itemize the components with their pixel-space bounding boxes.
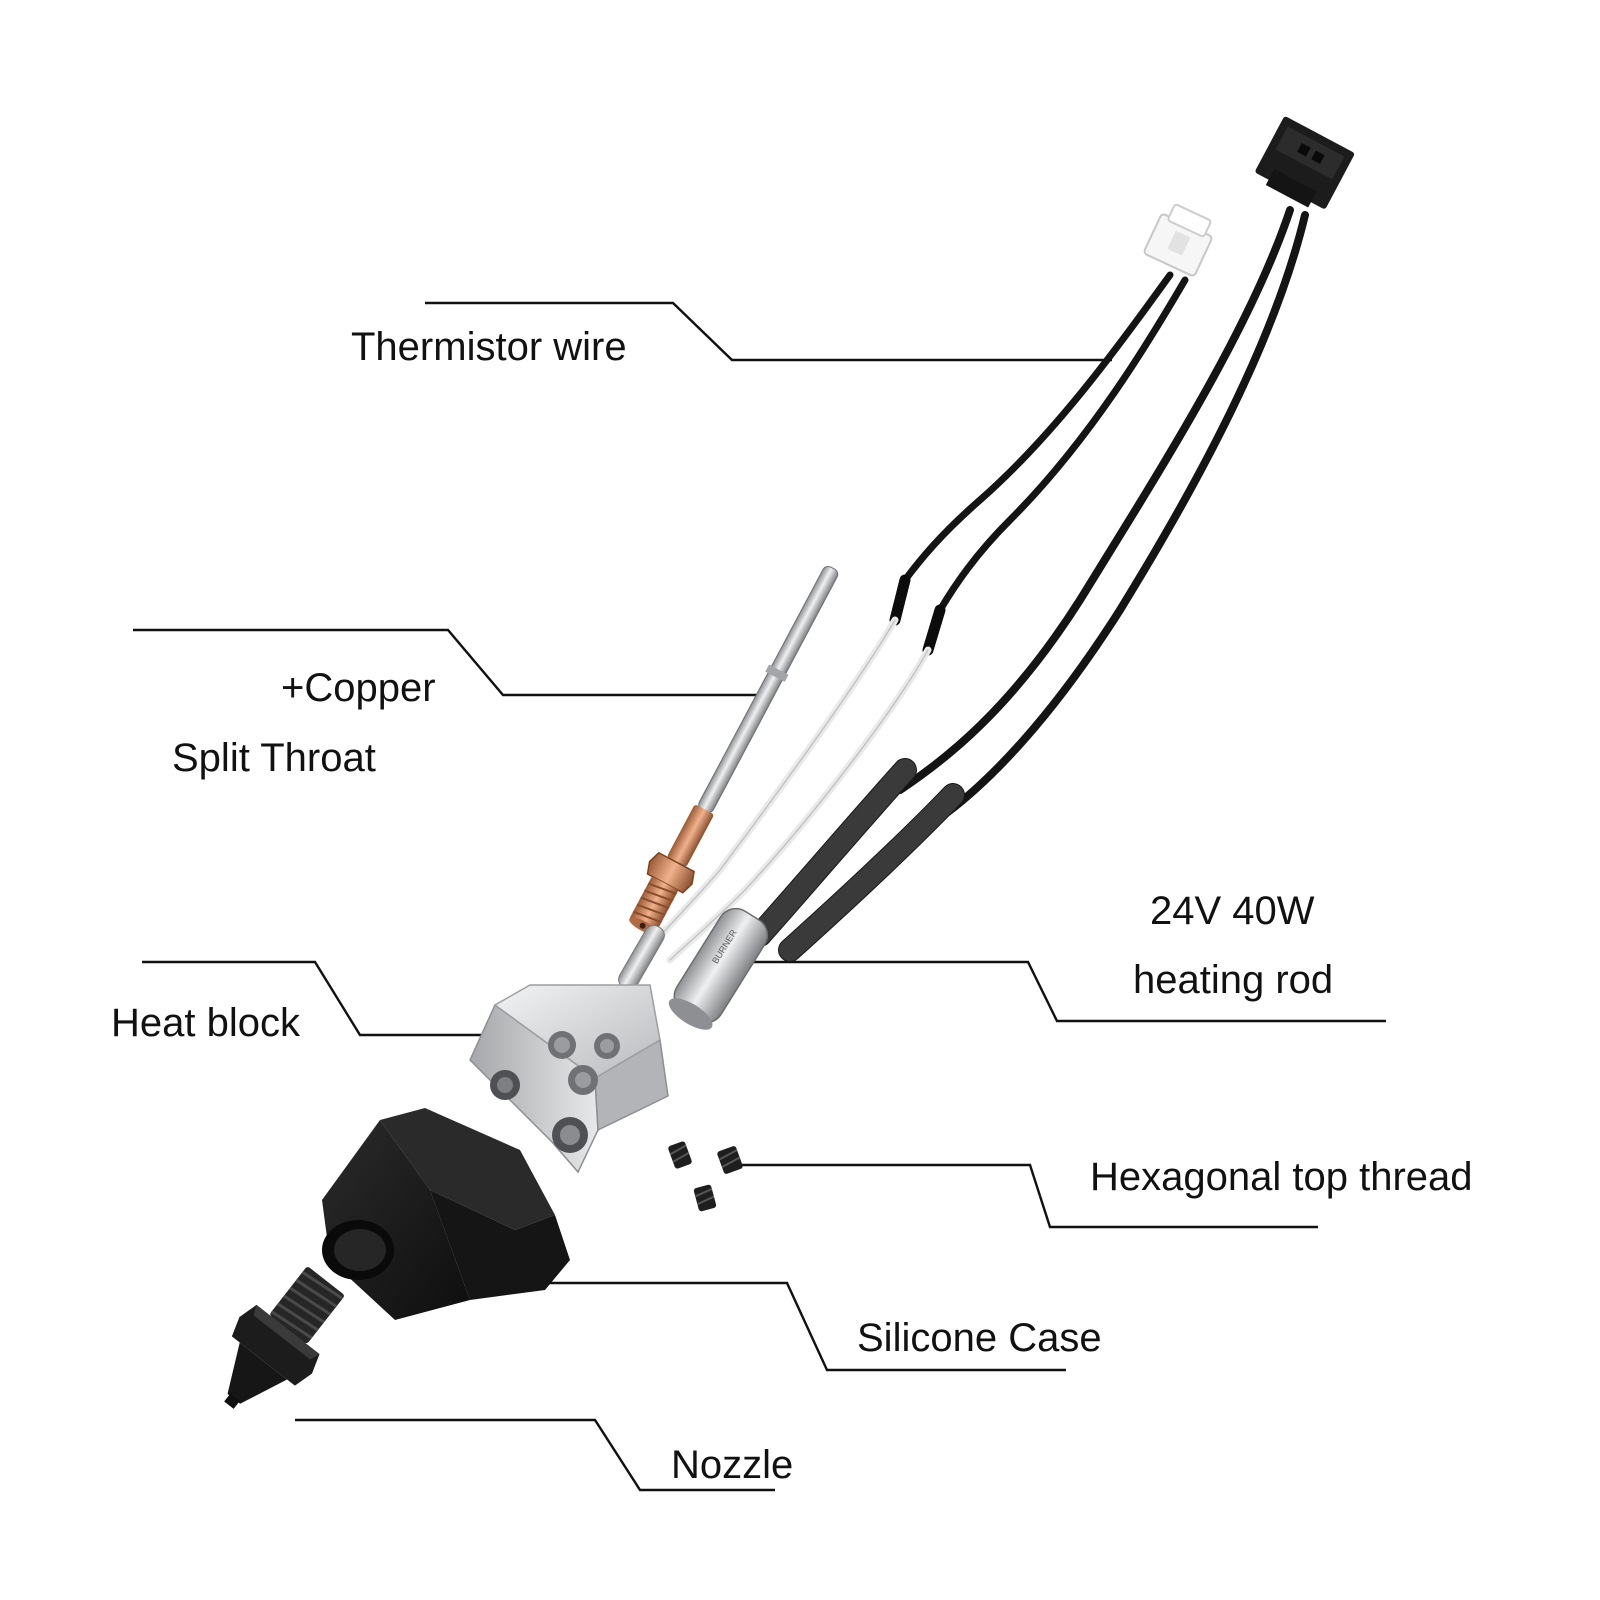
label-hex-thread: Hexagonal top thread	[1090, 1155, 1473, 1199]
set-screws-icon	[668, 1141, 743, 1212]
wire-bundle	[648, 206, 1309, 964]
label-silicone-case: Silicone Case	[857, 1316, 1102, 1360]
silicone-case-icon	[322, 1108, 570, 1320]
label-nozzle: Nozzle	[671, 1443, 794, 1487]
label-heat-block: Heat block	[111, 1001, 300, 1045]
label-thermistor-wire: Thermistor wire	[351, 325, 627, 369]
thermistor-probe-icon	[618, 924, 665, 990]
label-copper-line1: +Copper	[281, 666, 436, 710]
label-copper-line2: Split Throat	[172, 736, 376, 780]
leader-hex-thread	[738, 1163, 1318, 1229]
throat-icon	[629, 566, 839, 935]
connector-white-icon	[1143, 203, 1213, 277]
heating-rod-icon: BURNER	[668, 907, 769, 1030]
connector-black-icon	[1255, 116, 1355, 209]
leader-lines	[133, 301, 1386, 1492]
leader-silicone-case	[510, 1281, 1066, 1372]
nozzle-icon	[224, 1267, 344, 1409]
leader-thermistor-wire	[425, 301, 1112, 362]
label-heating-rod-line2: heating rod	[1133, 958, 1334, 1002]
leader-nozzle	[295, 1418, 775, 1492]
label-heating-rod-line1: 24V 40W	[1150, 889, 1315, 933]
heat-block-icon	[469, 984, 669, 1174]
leader-heat-block	[142, 960, 528, 1037]
leader-copper-throat	[133, 628, 760, 697]
leader-heating-rod	[750, 960, 1386, 1023]
